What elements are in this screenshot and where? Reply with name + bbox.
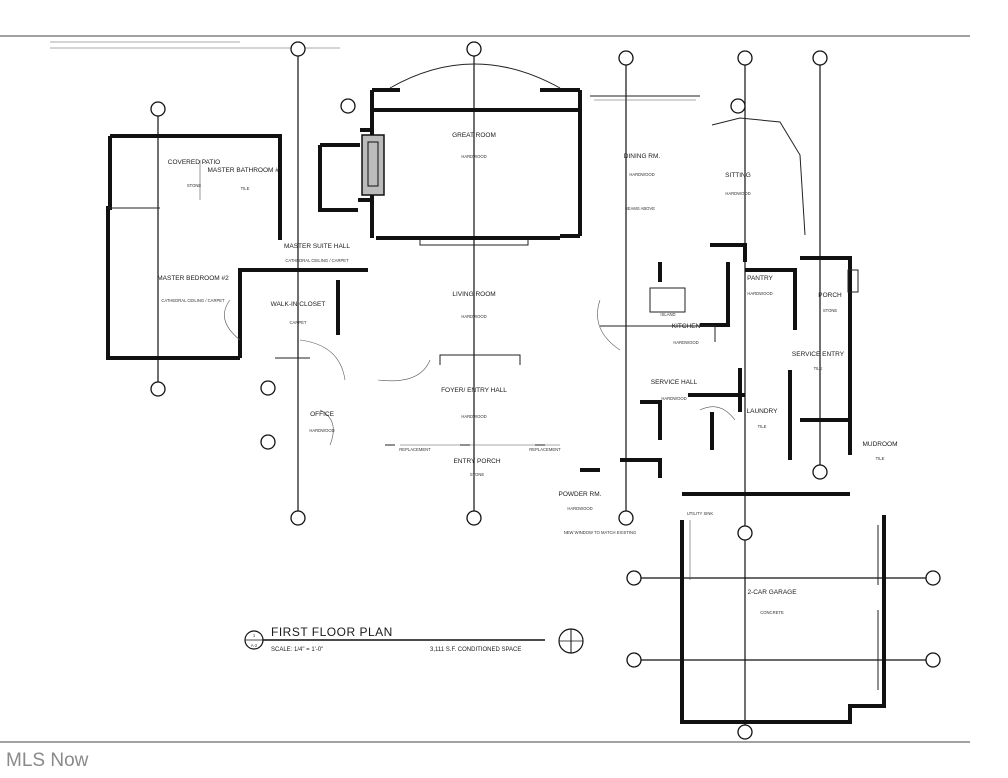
room-labels: COVERED PATIO STONE MASTER BATHROOM #2 T…	[157, 132, 897, 615]
door-swings	[199, 160, 736, 580]
svg-text:ISLAND: ISLAND	[660, 312, 675, 317]
svg-text:TILE: TILE	[876, 456, 885, 461]
room-covered-patio: COVERED PATIO	[168, 159, 221, 166]
room-foyer: FOYER/ ENTRY HALL	[441, 387, 507, 394]
svg-text:BEAMS ABOVE: BEAMS ABOVE	[625, 206, 655, 211]
svg-text:HARDWOOD: HARDWOOD	[309, 428, 334, 433]
svg-text:STONE: STONE	[823, 308, 838, 313]
room-powder: POWDER RM.	[559, 491, 602, 498]
room-great-room: GREAT ROOM	[452, 132, 496, 139]
room-office: OFFICE	[310, 411, 334, 418]
room-master-bathroom: MASTER BATHROOM #2	[207, 167, 282, 174]
sheet-ref-sheet: A-2	[251, 643, 258, 648]
room-sitting: SITTING	[725, 172, 751, 179]
drawing-area: 3,111 S.F. CONDITIONED SPACE	[430, 647, 521, 653]
svg-text:NEW WINDOW TO MATCH EXISTING: NEW WINDOW TO MATCH EXISTING	[564, 530, 637, 535]
svg-text:TILE: TILE	[814, 366, 823, 371]
svg-text:HARDWOOD: HARDWOOD	[661, 396, 686, 401]
room-laundry: LAUNDRY	[747, 408, 779, 415]
title-block: 1 A-2 FIRST FLOOR PLAN SCALE: 1/4" = 1'-…	[244, 625, 584, 654]
svg-text:CONCRETE: CONCRETE	[760, 610, 784, 615]
svg-text:STONE: STONE	[470, 472, 485, 477]
watermark: MLS Now	[6, 750, 89, 771]
svg-text:REPLACEMENT: REPLACEMENT	[399, 447, 431, 452]
svg-text:CATHEDRAL CEILING / CARPET: CATHEDRAL CEILING / CARPET	[161, 298, 225, 303]
room-pantry: PANTRY	[747, 275, 773, 282]
grid-bubbles	[150, 41, 941, 740]
room-entry-porch: ENTRY PORCH	[453, 458, 500, 465]
room-garage: 2-CAR GARAGE	[747, 589, 797, 596]
sheet-ref-number: 1	[253, 633, 256, 638]
svg-text:REPLACEMENT: REPLACEMENT	[529, 447, 561, 452]
room-walk-in-closet: WALK-IN CLOSET	[271, 301, 326, 308]
room-master-bedroom: MASTER BEDROOM #2	[157, 275, 229, 282]
room-service-hall: SERVICE HALL	[651, 379, 698, 386]
svg-text:HARDWOOD: HARDWOOD	[629, 172, 654, 177]
exterior-walls	[106, 63, 886, 724]
room-living-room: LIVING ROOM	[452, 291, 495, 298]
svg-text:HARDWOOD: HARDWOOD	[567, 506, 592, 511]
svg-text:TILE: TILE	[241, 186, 250, 191]
svg-text:HARDWOOD: HARDWOOD	[461, 154, 486, 159]
room-dining: DINING RM.	[624, 153, 661, 160]
drawing-scale: SCALE: 1/4" = 1'-0"	[271, 647, 323, 653]
room-mudroom: MUDROOM	[862, 441, 897, 448]
svg-text:STONE: STONE	[187, 183, 202, 188]
notes: BEAMS ABOVE ISLAND REPLACEMENT REPLACEME…	[399, 206, 713, 535]
svg-text:HARDWOOD: HARDWOOD	[673, 340, 698, 345]
svg-text:HARDWOOD: HARDWOOD	[461, 314, 486, 319]
drawing-title: FIRST FLOOR PLAN	[271, 625, 393, 639]
svg-text:HARDWOOD: HARDWOOD	[725, 191, 750, 196]
room-kitchen: KITCHEN	[672, 323, 701, 330]
room-service-entry: SERVICE ENTRY	[792, 351, 845, 358]
room-master-suite-hall: MASTER SUITE HALL	[284, 243, 350, 250]
room-porch: PORCH	[818, 292, 842, 299]
svg-text:HARDWOOD: HARDWOOD	[747, 291, 772, 296]
svg-text:UTILITY SINK: UTILITY SINK	[687, 511, 714, 516]
svg-text:CATHEDRAL CEILING / CARPET: CATHEDRAL CEILING / CARPET	[285, 258, 349, 263]
svg-text:CARPET: CARPET	[290, 320, 307, 325]
svg-text:HARDWOOD: HARDWOOD	[461, 414, 486, 419]
svg-text:TILE: TILE	[758, 424, 767, 429]
